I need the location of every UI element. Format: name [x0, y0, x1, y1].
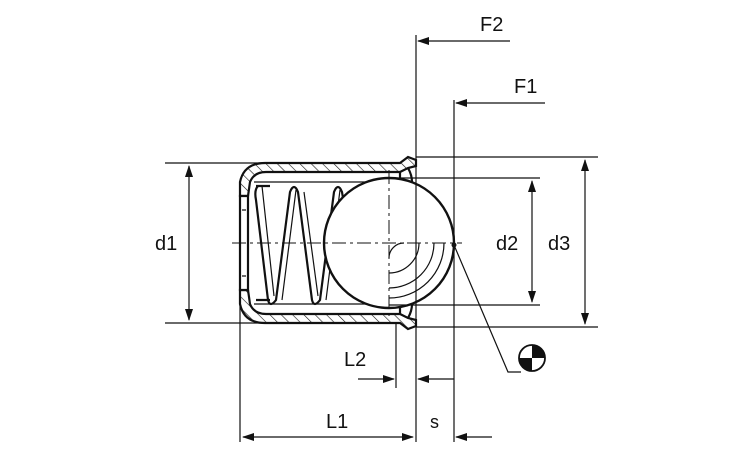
label-d1: d1	[155, 233, 177, 255]
center-of-gravity-icon	[518, 344, 546, 372]
label-d3: d3	[548, 233, 570, 255]
label-d2: d2	[496, 233, 518, 255]
label-f1: F1	[514, 76, 537, 98]
label-f2: F2	[480, 14, 503, 36]
spring	[254, 184, 352, 306]
label-l1: L1	[326, 411, 348, 433]
label-s: s	[430, 412, 439, 432]
leader-line	[453, 244, 521, 373]
label-l2: L2	[344, 349, 366, 371]
extension-lines	[165, 35, 598, 442]
